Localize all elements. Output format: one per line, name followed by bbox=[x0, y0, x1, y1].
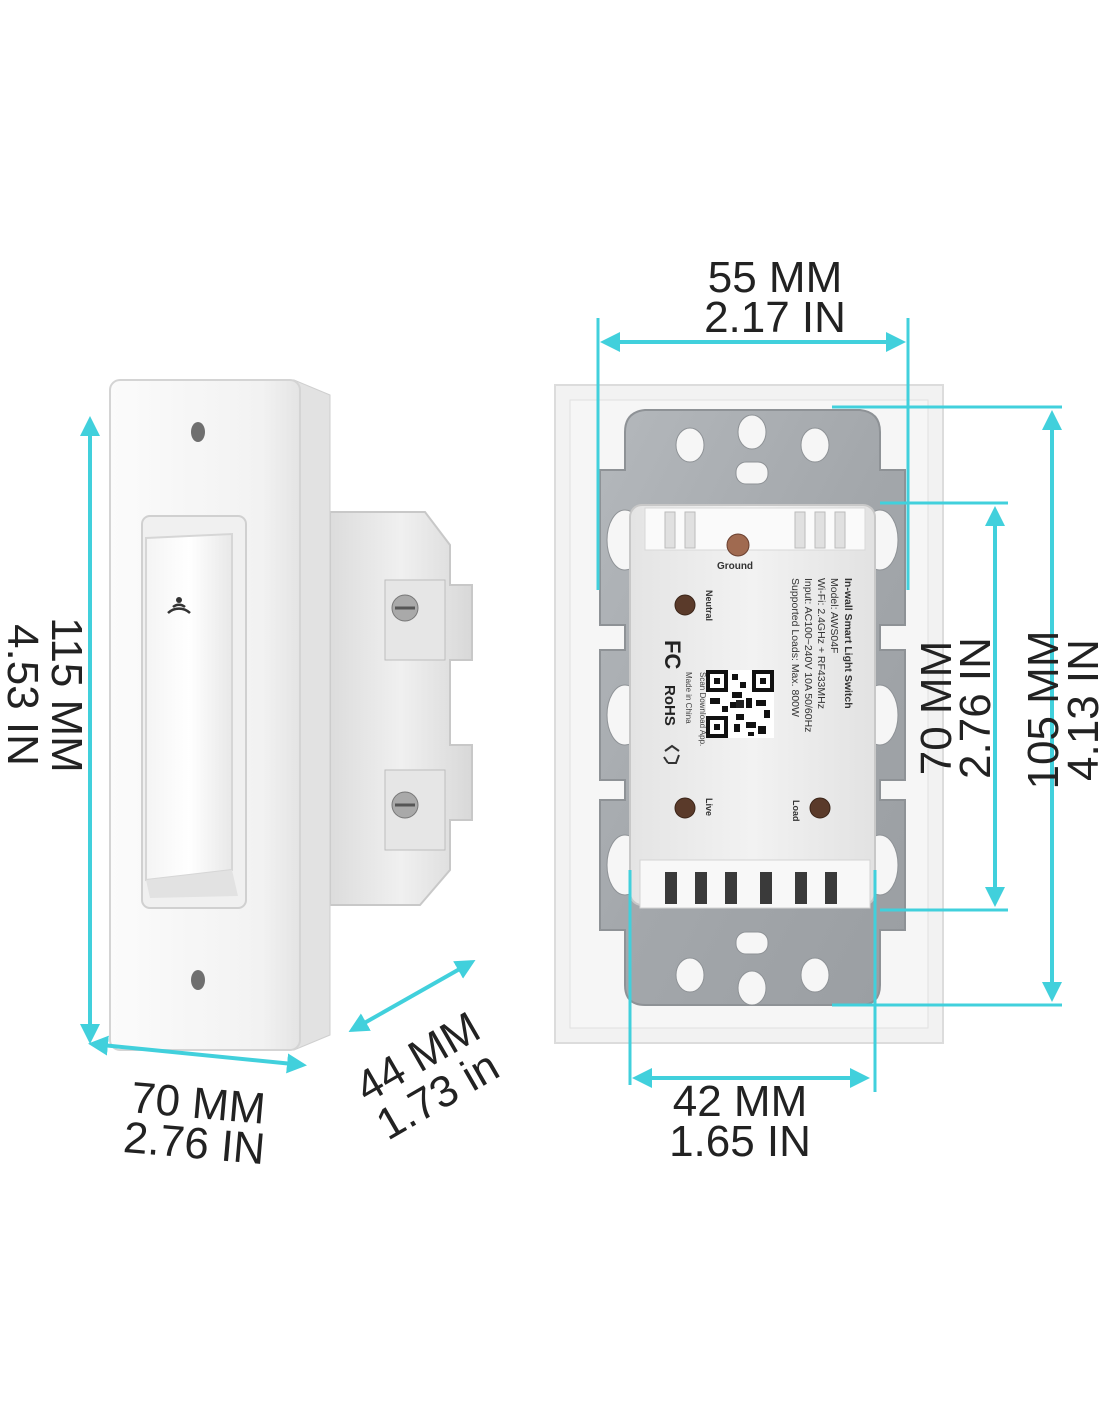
load-label: Load bbox=[791, 800, 801, 822]
module-height-dimension bbox=[880, 501, 1008, 912]
made-in-text: Made in China bbox=[684, 672, 693, 724]
spec-label: In-wall Smart Light Switch Model: AWS04F… bbox=[789, 578, 854, 732]
screw-hole bbox=[191, 422, 205, 442]
module-width-mm-label: 42 MM bbox=[673, 1077, 807, 1126]
qr-code bbox=[706, 670, 774, 738]
switch-module: Ground Neutral Live Load In-wall Smart L… bbox=[629, 504, 876, 909]
live-label: Live bbox=[704, 798, 714, 816]
depth-arrow bbox=[348, 960, 476, 1032]
width-arrow bbox=[88, 1035, 307, 1074]
scan-text: Scan Download App. bbox=[698, 672, 707, 746]
fc-mark: FC bbox=[660, 640, 685, 669]
front-switch bbox=[109, 379, 473, 1051]
neutral-label: Neutral bbox=[704, 590, 714, 621]
switch-back-body bbox=[329, 511, 473, 906]
model-text: Model: AWS04F bbox=[828, 578, 840, 653]
module-width-in-label: 1.65 IN bbox=[669, 1117, 811, 1166]
rohs-mark: RoHS bbox=[661, 685, 678, 726]
back-width-in-label: 2.17 IN bbox=[704, 293, 846, 342]
back-height-mm-label: 105 MM bbox=[1019, 631, 1068, 790]
back-width-dimension bbox=[596, 318, 910, 590]
terminal-screw-icon bbox=[391, 594, 419, 622]
ground-label: Ground bbox=[717, 561, 753, 572]
back-view: Ground Neutral Live Load In-wall Smart L… bbox=[554, 384, 944, 1044]
recycle-icon bbox=[663, 744, 680, 764]
back-width-mm-label: 55 MM bbox=[708, 253, 842, 302]
screw-hole bbox=[191, 970, 205, 990]
height-mm-label: 115 MM bbox=[42, 617, 91, 773]
wifi-icon bbox=[167, 597, 191, 614]
load-terminal: Load bbox=[791, 797, 831, 822]
loads-text: Supported Loads: Max. 800W bbox=[789, 578, 801, 717]
wifi-text: Wi-Fi: 2.4GHz + RF433MHz bbox=[815, 578, 827, 709]
terminal-screw-icon bbox=[391, 791, 419, 819]
neutral-terminal: Neutral bbox=[674, 590, 714, 621]
back-height-dimension bbox=[832, 405, 1062, 1007]
height-in-label: 4.53 IN bbox=[0, 624, 47, 766]
ground-terminal: Ground bbox=[717, 533, 753, 572]
module-width-dimension bbox=[628, 870, 877, 1092]
input-text: Input: AC100~240V 10A 50/60Hz bbox=[802, 578, 814, 732]
width-mm-label: 70 MM bbox=[129, 1073, 267, 1134]
product-title: In-wall Smart Light Switch bbox=[842, 578, 854, 709]
rocker-button bbox=[145, 532, 233, 882]
module-height-in-label: 2.76 IN bbox=[951, 637, 1000, 779]
back-height-in-label: 4.13 IN bbox=[1059, 639, 1100, 781]
module-height-mm-label: 70 MM bbox=[912, 641, 961, 775]
live-terminal: Live bbox=[674, 797, 714, 819]
